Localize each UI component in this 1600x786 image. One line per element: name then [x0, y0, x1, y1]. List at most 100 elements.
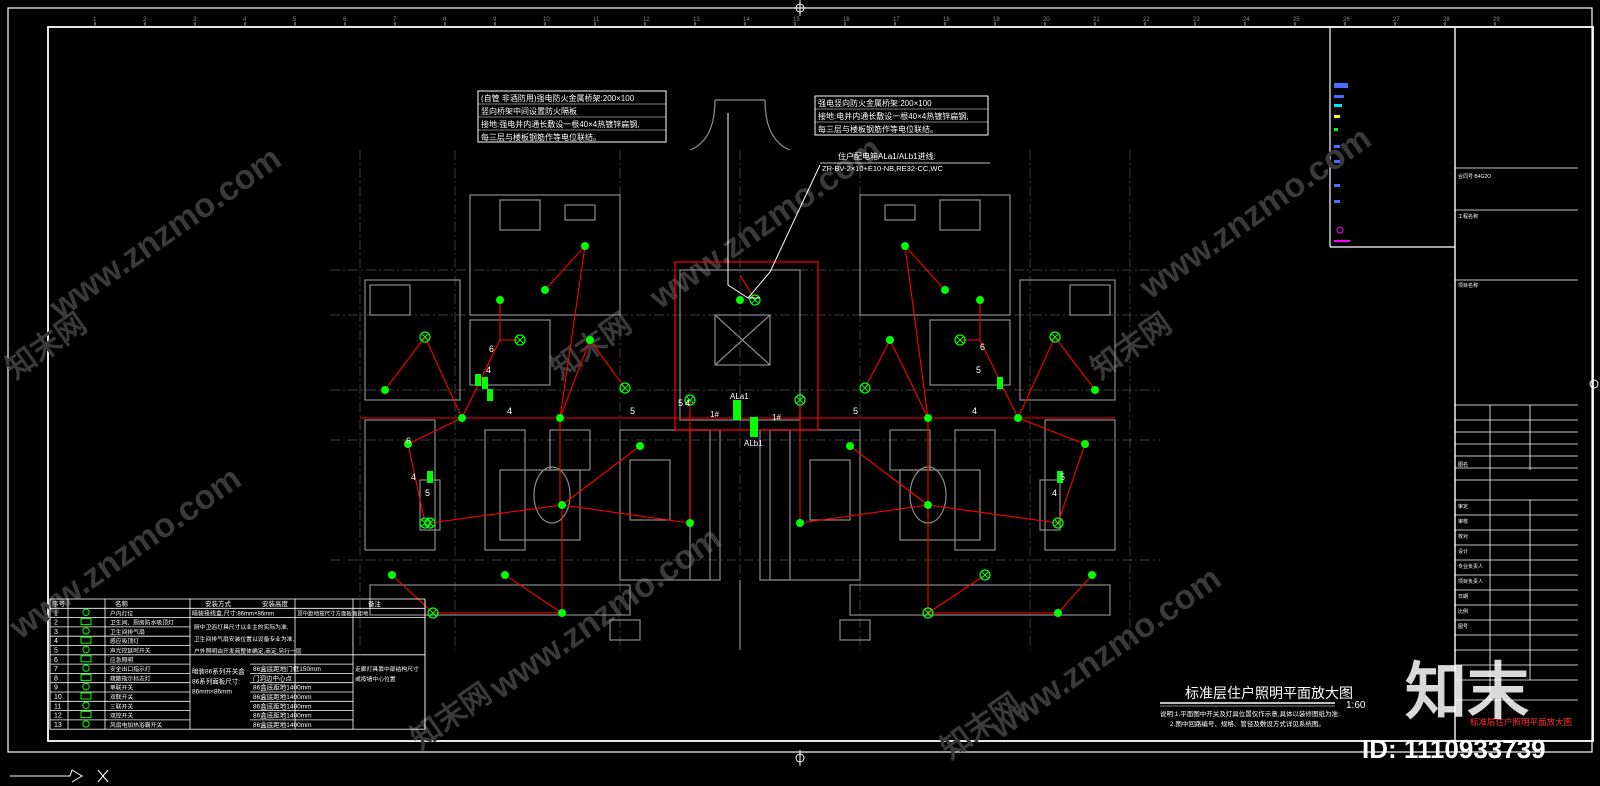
switch-icon: [487, 389, 493, 401]
ruler-number: 8: [443, 17, 447, 23]
drawing-title: 标准层住户照明平面放大图 1:60 说明:1.平面图中开关及灯具位置仅作示意,具…: [1160, 685, 1366, 728]
legend-header: 安装高度: [262, 599, 289, 608]
legend-symbol-icon: [80, 636, 92, 644]
watermark-brand: 知末网: [545, 307, 638, 386]
circuit-wire: [561, 445, 641, 506]
ruler-number: 15: [793, 17, 800, 23]
ruler-number: 2: [143, 17, 147, 23]
legend-number: 10: [54, 694, 62, 701]
legend-number: 13: [54, 722, 62, 729]
light-fixture-icon: [541, 286, 549, 294]
light-fixture-icon: [1081, 440, 1089, 448]
circuit-wire: [589, 339, 626, 389]
light-fixture-icon: [859, 382, 871, 394]
light-fixture-icon: [796, 519, 804, 527]
circuit-number-label: 4: [507, 406, 512, 416]
watermark-site: www.znzmo.com: [42, 139, 288, 327]
switch-icon: [1057, 471, 1063, 483]
legend-header: 备注: [368, 599, 382, 608]
left-note: (自管 非酒防用)强电防火金属桥架:200×100 竖向桥架中间设置防火隔板 接…: [477, 90, 667, 143]
legend-symbol-icon: [80, 692, 92, 700]
ruler-number: 18: [943, 17, 950, 23]
ruler-number: 11: [593, 17, 600, 23]
light-fixture-icon: [924, 501, 932, 509]
circuit-wire: [544, 245, 586, 291]
legend-symbol-icon: [82, 720, 90, 728]
ruler-number: 5: [293, 17, 297, 23]
circuit-wire: [424, 336, 463, 419]
legend-symbol-icon: [82, 683, 90, 691]
right-note-line: 强电竖向防火金属桥架:200×100: [818, 98, 932, 108]
light-fixture-icon: [901, 242, 909, 250]
title-block-label: 项目负责人: [1458, 578, 1483, 585]
unit-label-left: 1#: [710, 410, 719, 419]
legend-number: 5: [54, 648, 58, 655]
legend-symbol-icon: [82, 608, 90, 616]
legend-number: 2: [54, 620, 58, 627]
light-fixture-icon: [1088, 571, 1096, 579]
title-block-label: 校对: [1458, 533, 1468, 540]
title-block-label: 图号: [1458, 624, 1468, 630]
ruler-number: 9: [493, 17, 497, 23]
light-fixture-icon: [501, 571, 509, 579]
legend-name: 声光控延时开关: [110, 647, 151, 655]
panel-ala1-label: ALa1: [730, 392, 749, 401]
light-fixture-icon: [736, 296, 744, 304]
drawing-note: 2.图中回路编号、规格、管径及敷设方式详见系统图。: [1170, 719, 1325, 728]
legend-height: 86盒底距地1400mm: [253, 711, 312, 720]
circuit-wire: [864, 339, 891, 389]
ruler-ticks-top: [94, 22, 1496, 27]
title-block-label: 合同号 B4G2O: [1458, 173, 1491, 180]
note-leaders: [727, 113, 821, 299]
core-outline: [674, 261, 819, 431]
ruler-number: 10: [543, 17, 550, 23]
ruler-number: 21: [1093, 17, 1100, 23]
circuit-wire: [799, 504, 929, 524]
left-note-line: 每三层与楼板钢筋作等电位联结。: [481, 132, 601, 142]
title-block-label: 日期: [1458, 594, 1468, 600]
legend-height: 门洞边中心点: [253, 673, 293, 682]
switch-icon: [475, 374, 481, 386]
right-note: 强电竖向防火金属桥架:200×100 接地:电井内通长敷设一根40×4热镀锌扁钢…: [814, 95, 989, 136]
circuit-wire: [979, 300, 1019, 419]
cable-note-line: 住户配电箱ALa1/ALb1进线:: [838, 151, 936, 161]
light-fixture-icon: [427, 607, 439, 619]
legend-name: 双联开关: [110, 693, 133, 701]
distribution-panels: ALa1 ALb1 1# 1#: [710, 392, 781, 448]
ruler-number: 6: [343, 17, 347, 23]
circuit-wire: [927, 574, 986, 614]
circuit-number-label: 5: [1060, 472, 1065, 482]
light-fixture-icon: [976, 296, 984, 304]
light-fixture-icon: [496, 296, 504, 304]
light-fixture-icon: [388, 571, 396, 579]
legend-number: 12: [54, 713, 62, 720]
legend-symbol-icon: [80, 655, 92, 663]
circuit-number-label: 5: [976, 365, 981, 375]
legend-height: 86盒底距地门框150mm: [253, 664, 321, 673]
legend-symbol-icon: [80, 711, 92, 719]
ruler-number: 7: [393, 17, 397, 23]
light-fixture-icon: [749, 294, 761, 306]
ruler-number: 16: [843, 17, 850, 23]
legend-header: 安装方式: [205, 599, 232, 608]
light-fixture-icon: [1054, 609, 1062, 617]
logo-text: 知末: [1405, 658, 1529, 727]
watermark-brand: 知末网: [405, 677, 498, 756]
legend-height: 86盒底距地1400mm: [253, 692, 312, 701]
circuit-wire: [1017, 336, 1056, 419]
legend-header: 序号: [52, 599, 66, 608]
title-block-label: 工程名称: [1458, 213, 1478, 220]
circuit-number-label: 4: [486, 365, 491, 375]
left-note-line: (自管 非酒防用)强电防火金属桥架:200×100: [481, 93, 635, 103]
ruler-number: 4: [243, 17, 247, 23]
ruler-number: 19: [993, 17, 1000, 23]
legend-height-remark: 走廊灯具靠中部结构尺寸: [355, 665, 419, 673]
legend-name: 风扇电加热浴霸开关: [110, 721, 162, 729]
legend-number: 4: [54, 638, 58, 645]
legend-height: 86盒底距地1400mm: [253, 701, 312, 710]
legend-name: 户内灯位: [110, 609, 133, 617]
legend-name: 双控开关: [110, 712, 133, 720]
legend-height-remark: 或按墙中心位置: [355, 675, 396, 683]
